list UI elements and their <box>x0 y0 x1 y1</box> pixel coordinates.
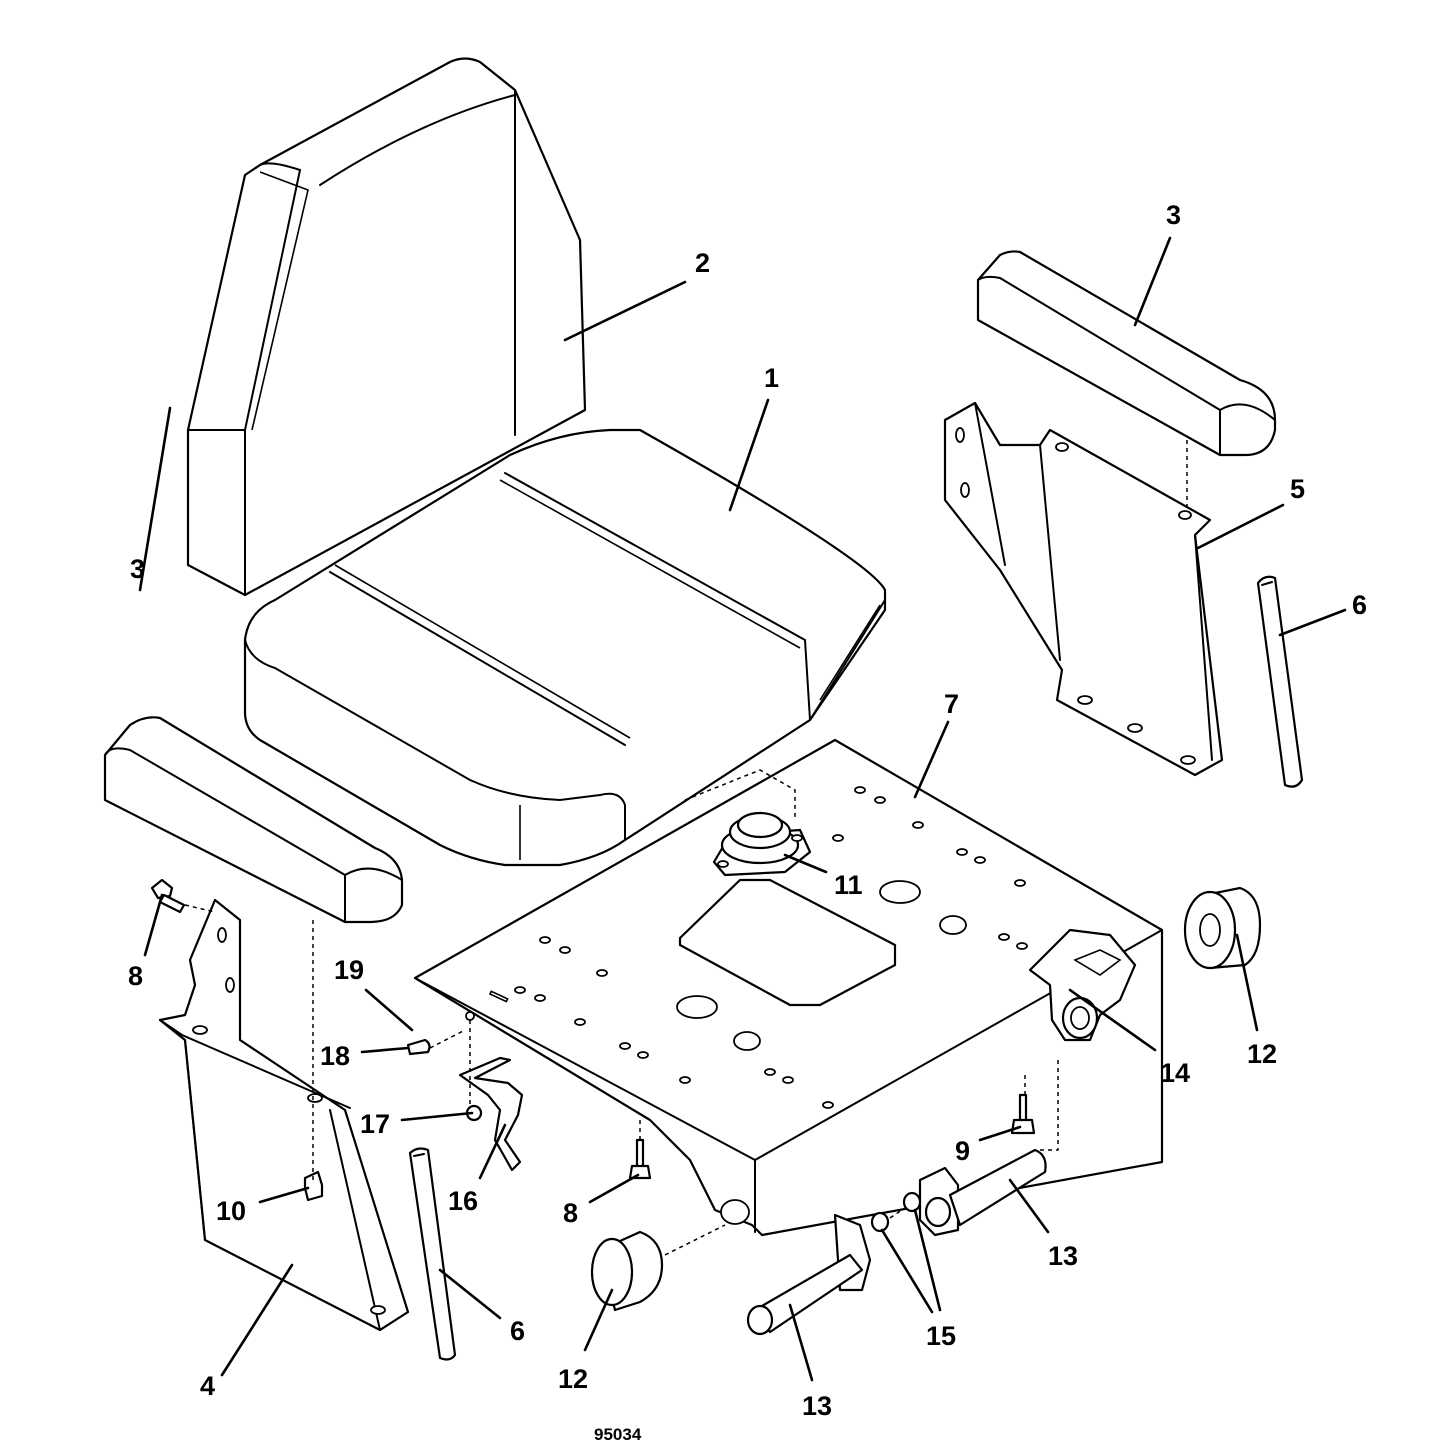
bushing-right <box>1183 886 1262 970</box>
bolt-left <box>150 878 186 914</box>
callout-bolt-right: 9 <box>955 1136 970 1166</box>
bracket-right <box>943 401 1224 777</box>
callout-tube-right: 6 <box>1352 590 1367 620</box>
callout-latch-nut: 17 <box>360 1109 390 1139</box>
tube-left <box>408 1147 457 1361</box>
callout-bolt-center: 8 <box>563 1198 578 1228</box>
callout-seat-back: 2 <box>695 248 710 278</box>
armrest-left <box>103 716 404 924</box>
pivot-pin-right <box>918 1148 1047 1237</box>
bolt-center <box>628 1138 652 1180</box>
latch-assembly <box>406 1011 524 1172</box>
callout-armrest-right: 3 <box>1166 200 1181 230</box>
alignment-lines <box>184 440 1188 1256</box>
callout-bushing-left: 12 <box>558 1364 588 1394</box>
plate-small-holes <box>488 786 1028 1109</box>
callout-washers: 15 <box>926 1321 956 1351</box>
callout-latch-pin: 19 <box>334 955 364 985</box>
bracket-left <box>158 898 410 1332</box>
seat-plate <box>413 738 1164 1237</box>
callout-bracket-left: 4 <box>200 1371 215 1401</box>
callout-latch-spring: 16 <box>448 1186 478 1216</box>
callout-bushing-right: 12 <box>1247 1039 1277 1069</box>
callout-pivot-pin-right: 13 <box>1048 1241 1078 1271</box>
callout-pivot-pin-left: 13 <box>802 1391 832 1421</box>
pivot-pin-left <box>746 1213 872 1336</box>
callout-armrest-left: 3 <box>130 554 145 584</box>
callout-labels: 2 1 3 3 5 6 7 11 12 14 8 19 18 17 16 10 … <box>128 200 1367 1421</box>
callout-nut-bracket: 10 <box>216 1196 246 1226</box>
pivot-fitting <box>1028 928 1137 1042</box>
washers <box>870 1191 922 1233</box>
callout-tube-left: 6 <box>510 1316 525 1346</box>
callout-isolator-mount: 11 <box>834 870 863 900</box>
callout-seat-plate: 7 <box>944 689 959 719</box>
isolator-mount <box>712 811 812 877</box>
tube-right <box>1256 575 1304 788</box>
seat-back <box>186 57 587 597</box>
callout-latch-screw: 18 <box>320 1041 350 1071</box>
latch-screw <box>406 1038 431 1056</box>
callout-pivot-fitting: 14 <box>1160 1058 1190 1088</box>
callout-bolt-left: 8 <box>128 961 143 991</box>
seat-cushion <box>243 428 887 867</box>
bushing-left <box>590 1230 664 1312</box>
callout-bracket-right: 5 <box>1290 474 1305 504</box>
figure-number: 95034 <box>594 1425 642 1444</box>
leader-lines <box>138 236 1347 1382</box>
armrest-right <box>976 250 1277 457</box>
callout-seat-cushion: 1 <box>764 363 779 393</box>
